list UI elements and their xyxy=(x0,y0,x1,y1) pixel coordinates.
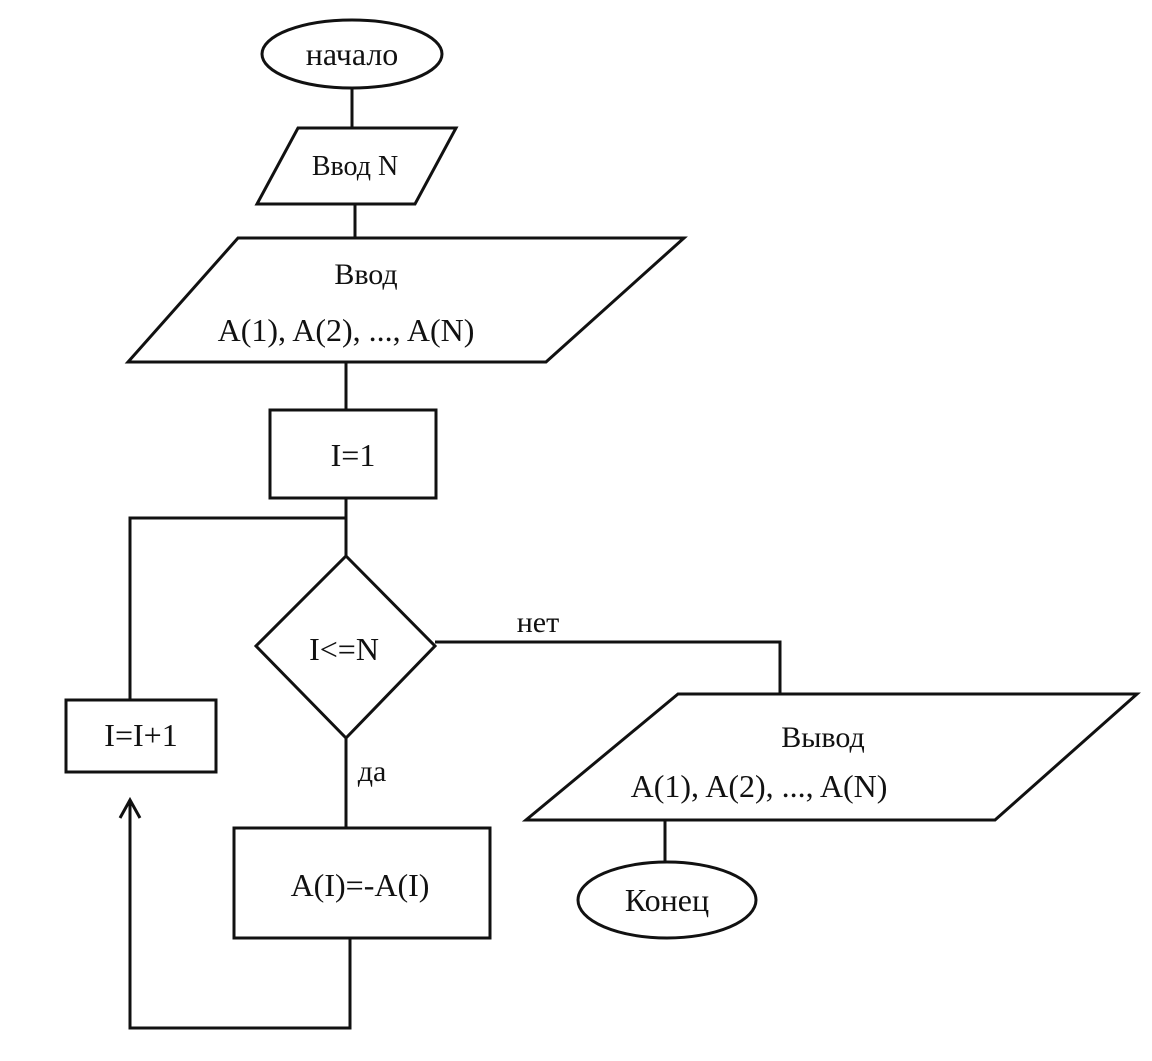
connector-no-branch xyxy=(435,640,782,694)
connector-return-path xyxy=(128,802,352,1030)
init-label: I=1 xyxy=(331,437,376,473)
start-label: начало xyxy=(306,36,399,72)
condition-block: I<=N xyxy=(253,553,438,741)
branch-no-label: нет xyxy=(517,606,559,639)
connectors xyxy=(118,88,782,1030)
init-rect xyxy=(268,408,438,500)
negate-label: A(I)=-A(I) xyxy=(291,867,430,903)
input-array-elements: A(1), A(2), ..., A(N) xyxy=(218,312,475,348)
input-n-block: Ввод N xyxy=(254,126,459,206)
negate-rect xyxy=(232,826,492,940)
start-ellipse xyxy=(260,18,444,90)
end-ellipse xyxy=(576,860,758,940)
init-block: I=1 xyxy=(268,408,438,500)
increment-block: I=I+1 xyxy=(64,698,218,774)
input-array-block: Ввод A(1), A(2), ..., A(N) xyxy=(124,236,688,364)
connector-loop-back xyxy=(128,516,346,700)
branch-yes-label: да xyxy=(358,755,387,788)
input-array-title: Ввод xyxy=(334,258,397,291)
increment-rect xyxy=(64,698,218,774)
output-title: Вывод xyxy=(781,721,865,754)
output-block: Вывод A(1), A(2), ..., A(N) xyxy=(521,692,1141,822)
condition-label: I<=N xyxy=(309,631,379,667)
input-n-label: Ввод N xyxy=(312,151,398,182)
increment-label: I=I+1 xyxy=(104,717,177,753)
output-parallelogram xyxy=(521,692,1141,822)
condition-diamond xyxy=(253,553,438,741)
negate-block: A(I)=-A(I) xyxy=(232,826,492,940)
input-array-parallelogram xyxy=(124,236,688,364)
end-terminator: Конец xyxy=(576,860,758,940)
arrowhead-up-icon xyxy=(118,796,142,819)
start-terminator: начало xyxy=(260,18,444,90)
input-n-parallelogram xyxy=(254,126,459,206)
output-elements: A(1), A(2), ..., A(N) xyxy=(631,768,888,804)
end-label: Конец xyxy=(625,882,709,918)
